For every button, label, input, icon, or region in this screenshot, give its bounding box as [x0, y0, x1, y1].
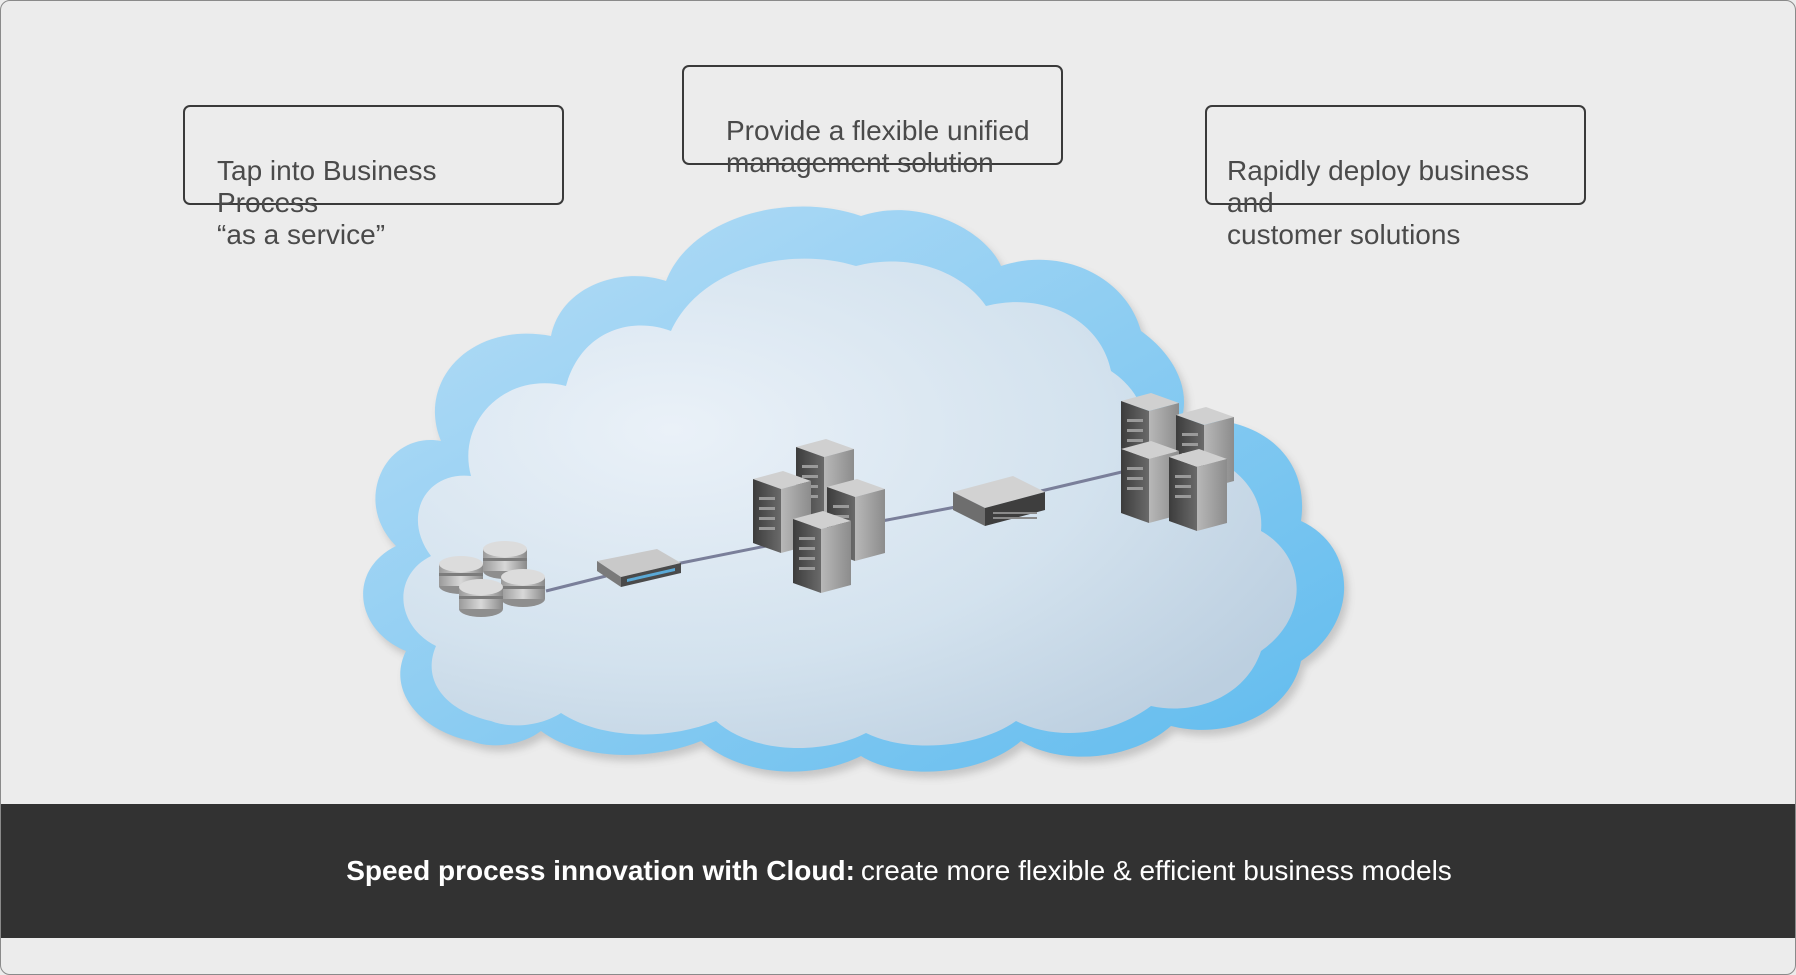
connector-line: [1040, 469, 1127, 493]
callout-business-process: Tap into Business Process “as a service”: [183, 105, 564, 250]
connector-line: [545, 574, 607, 593]
rack-server-icon: [953, 476, 1045, 526]
bottom-banner: Speed process innovation with Cloud: cre…: [1, 804, 1795, 938]
callout-unified-management: Provide a flexible unified management so…: [682, 65, 1063, 178]
banner-bold-text: Speed process innovation with Cloud:: [346, 855, 855, 886]
database-icon: [439, 541, 545, 617]
callout-text: Rapidly deploy business and customer sol…: [1227, 155, 1529, 250]
server-cluster-icon: [1121, 393, 1234, 531]
callout-text: Tap into Business Process “as a service”: [217, 155, 437, 250]
callout-rapid-deploy: Rapidly deploy business and customer sol…: [1205, 105, 1586, 250]
banner-regular-text: create more flexible & efficient busines…: [860, 855, 1452, 886]
callout-text: Provide a flexible unified management so…: [726, 115, 1030, 178]
connector-line: [870, 504, 962, 525]
server-cluster-icon: [753, 439, 885, 593]
network-switch-icon: [597, 549, 681, 587]
